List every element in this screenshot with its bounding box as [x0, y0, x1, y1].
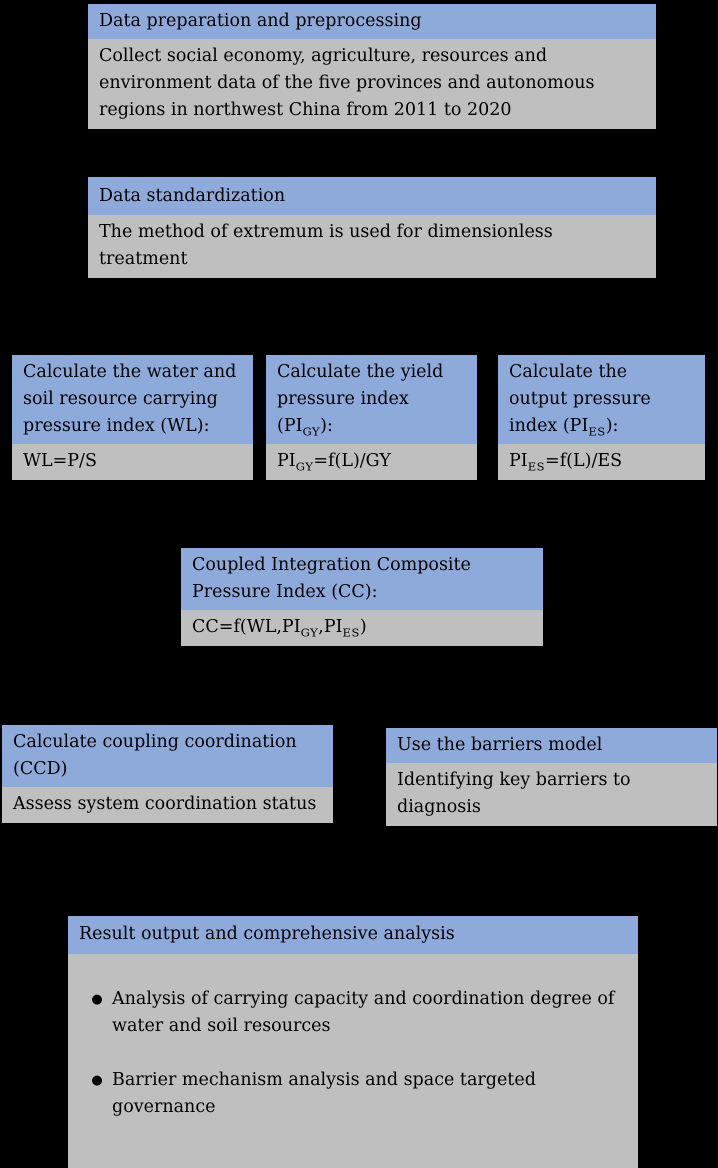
bullet-item: ● Barrier mechanism analysis and space t…	[82, 1067, 630, 1121]
box-wl-index-header: Calculate the water and soil resource ca…	[12, 355, 253, 444]
box-pigy-index-header: Calculate the yield pressure index (PIGY…	[266, 355, 477, 444]
box-pigy-index-body: PIGY=f(L)/GY	[266, 444, 477, 480]
box-data-standardization: Data standardization The method of extre…	[88, 177, 656, 278]
box-cc-composite: Coupled Integration Composite Pressure I…	[181, 548, 543, 646]
box-pies-index-body: PIES=f(L)/ES	[498, 444, 705, 480]
box-ccd-header: Calculate coupling coordination (CCD)	[2, 725, 333, 787]
box-data-standardization-body: The method of extremum is used for dimen…	[88, 215, 656, 278]
box-barriers-model-header: Use the barriers model	[386, 728, 717, 763]
box-ccd: Calculate coupling coordination (CCD) As…	[2, 725, 333, 823]
box-ccd-body: Assess system coordination status	[2, 787, 333, 823]
box-result-output: Result output and comprehensive analysis…	[68, 916, 638, 1168]
box-wl-index-body: WL=P/S	[12, 444, 253, 480]
box-data-preparation: Data preparation and preprocessing Colle…	[88, 4, 656, 129]
box-data-preparation-header: Data preparation and preprocessing	[88, 4, 656, 39]
bullet-icon: ●	[91, 1073, 103, 1088]
bullet-item: ● Analysis of carrying capacity and coor…	[82, 986, 630, 1040]
box-pies-index: Calculate the output pressure index (PIE…	[498, 355, 705, 480]
bullet-text: Analysis of carrying capacity and coordi…	[112, 989, 615, 1036]
box-data-standardization-header: Data standardization	[88, 177, 656, 215]
bullet-text: Barrier mechanism analysis and space tar…	[112, 1070, 536, 1117]
box-data-preparation-body: Collect social economy, agriculture, res…	[88, 39, 656, 129]
box-wl-index: Calculate the water and soil resource ca…	[12, 355, 253, 480]
box-result-output-body: ● Analysis of carrying capacity and coor…	[68, 954, 638, 1168]
box-pigy-index: Calculate the yield pressure index (PIGY…	[266, 355, 477, 480]
box-barriers-model: Use the barriers model Identifying key b…	[386, 728, 717, 826]
box-pies-index-header: Calculate the output pressure index (PIE…	[498, 355, 705, 444]
bullet-icon: ●	[91, 992, 103, 1007]
box-barriers-model-body: Identifying key barriers to diagnosis	[386, 763, 717, 826]
box-cc-composite-body: CC=f(WL,PIGY,PIES)	[181, 610, 543, 646]
box-cc-composite-header: Coupled Integration Composite Pressure I…	[181, 548, 543, 610]
box-result-output-header: Result output and comprehensive analysis	[68, 916, 638, 954]
